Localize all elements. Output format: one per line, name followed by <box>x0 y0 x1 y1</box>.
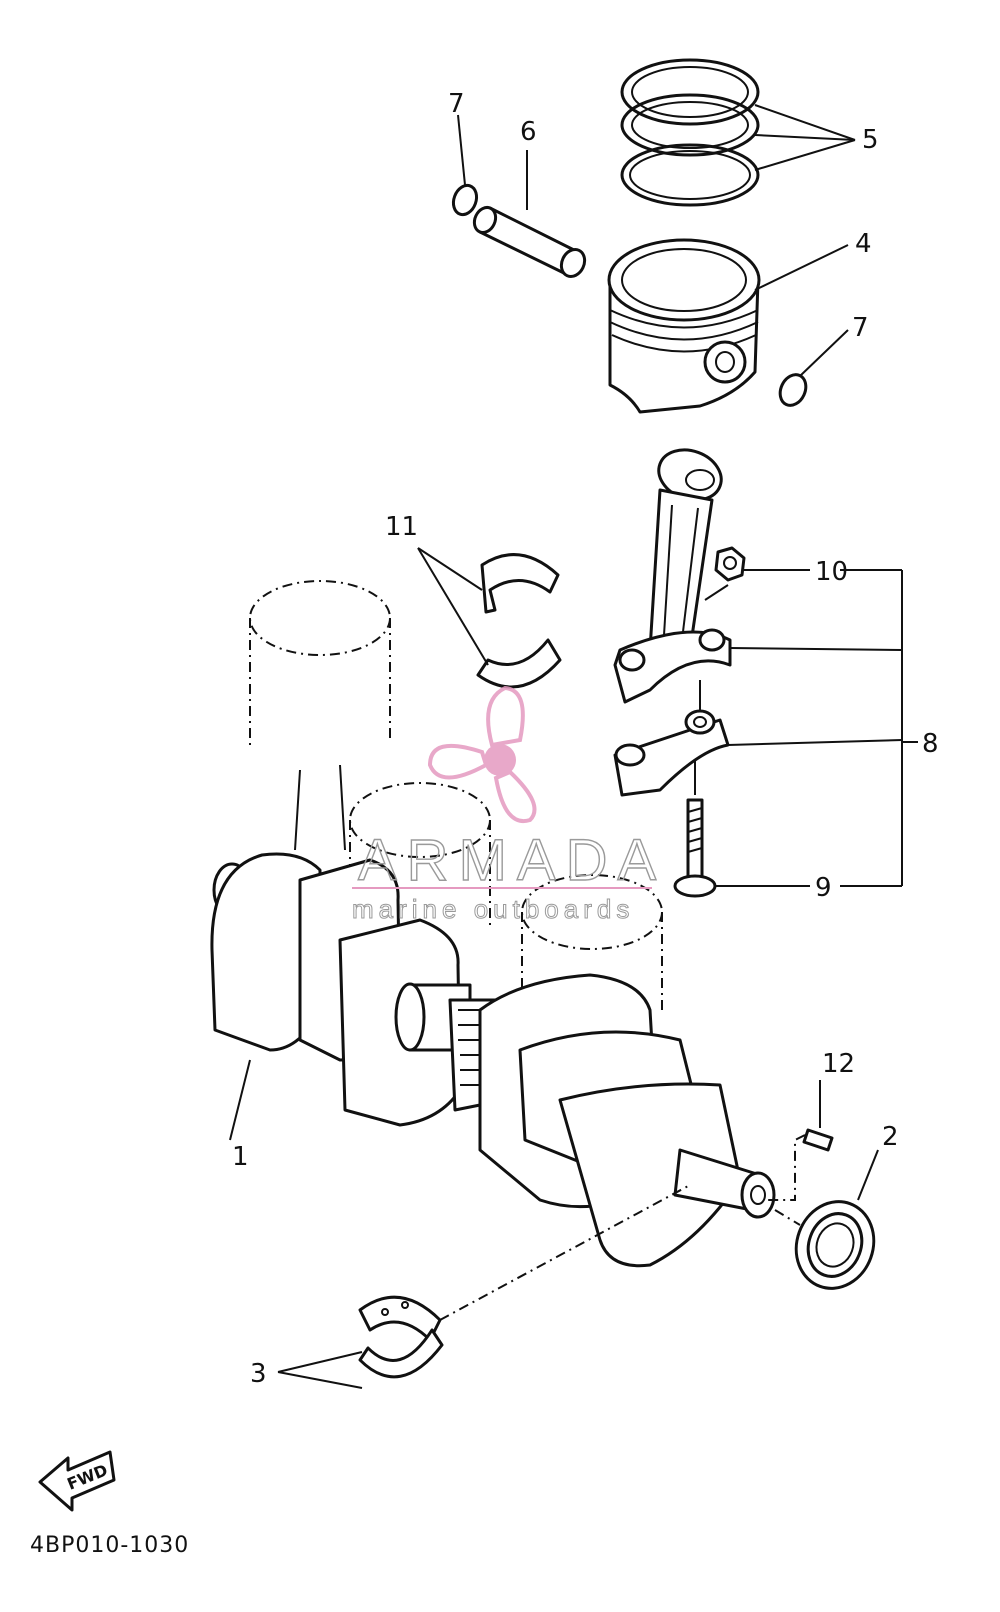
piston-pin <box>472 205 587 279</box>
callout-4: 4 <box>855 229 872 259</box>
piston <box>607 238 761 414</box>
bolt <box>673 760 717 898</box>
propeller-logo <box>427 685 537 824</box>
callout-8: 8 <box>922 729 939 759</box>
part-code: 4BP010-1030 <box>30 1533 189 1558</box>
callout-1: 1 <box>232 1142 249 1172</box>
oil-seal <box>774 1149 879 1290</box>
crankshaft <box>210 852 776 1268</box>
circlip-right <box>778 329 849 407</box>
connecting-rod <box>613 448 732 704</box>
callout-2: 2 <box>882 1122 899 1152</box>
callout-6: 6 <box>520 117 537 147</box>
watermark-tagline: marine outboards <box>352 894 634 924</box>
leader-8 <box>715 569 918 887</box>
callout-12: 12 <box>822 1049 855 1079</box>
fwd-arrow-icon: FWD <box>38 1450 116 1512</box>
main-bearings <box>358 1184 691 1379</box>
watermark-brand: ARMADA <box>358 828 666 893</box>
rod-bearings <box>476 553 562 689</box>
callout-7-right: 7 <box>852 313 869 343</box>
dowel-pin <box>765 1080 834 1201</box>
fwd-label: FWD <box>64 1460 110 1493</box>
callout-7-top: 7 <box>448 89 465 119</box>
leader-4 <box>754 244 849 291</box>
callout-11: 11 <box>385 512 418 542</box>
piston-rings <box>620 58 760 207</box>
callout-9: 9 <box>815 873 832 903</box>
leader-5 <box>754 104 856 171</box>
nut <box>704 546 746 601</box>
callout-10: 10 <box>815 557 848 587</box>
circlip-top <box>451 114 479 217</box>
callout-3: 3 <box>250 1359 267 1389</box>
leader-11 <box>417 547 489 666</box>
leader-3 <box>277 1351 363 1389</box>
callout-5: 5 <box>862 125 879 155</box>
watermark: ARMADA marine outboards <box>352 685 666 925</box>
connecting-rod-cap <box>613 709 730 797</box>
